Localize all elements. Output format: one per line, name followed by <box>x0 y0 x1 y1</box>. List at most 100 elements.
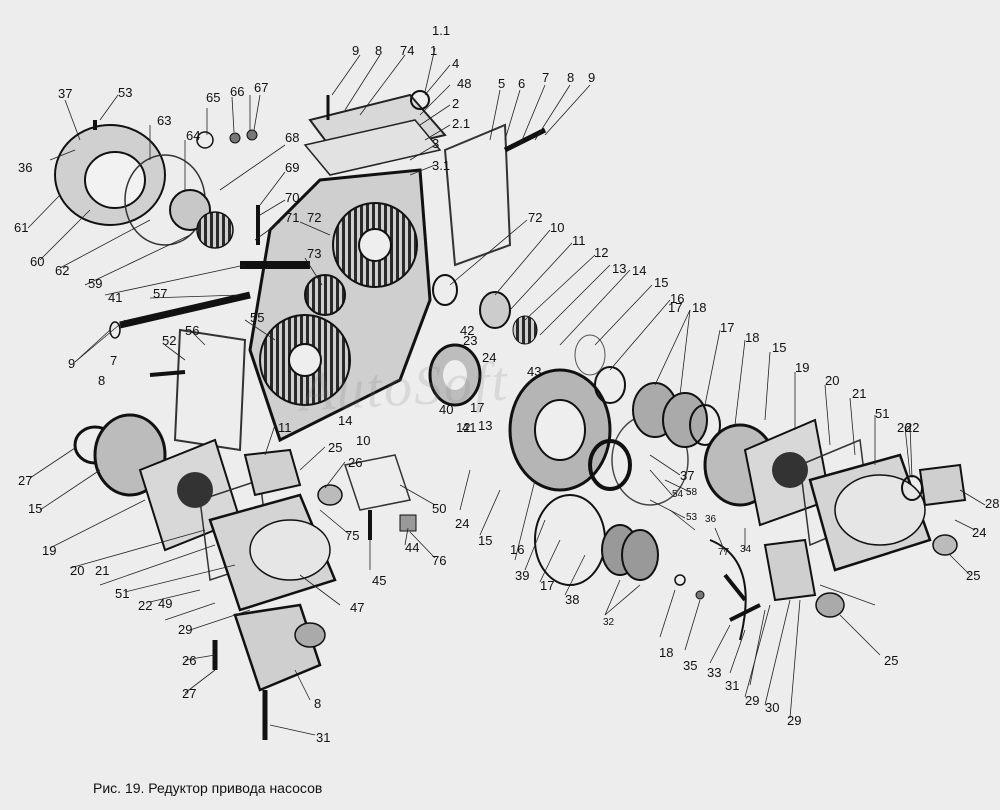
callout-label: 24 <box>482 350 496 365</box>
callout-label: 22 <box>138 598 152 613</box>
callout-label: 40 <box>439 402 453 417</box>
callout-label: 48 <box>457 76 471 91</box>
callout-label: 60 <box>30 254 44 269</box>
callout-label: 26 <box>897 420 911 435</box>
callout-label: 8 <box>567 70 574 85</box>
callout-label: 61 <box>14 220 28 235</box>
callout-label: 73 <box>307 246 321 261</box>
callout-label: 15 <box>478 533 492 548</box>
callout-label: 54 <box>672 489 684 500</box>
callout-label: 16 <box>670 291 684 306</box>
callout-label: 69 <box>285 160 299 175</box>
callout-label: 11 <box>278 420 292 435</box>
callout-label: 34 <box>740 544 752 555</box>
callout-label: 36 <box>18 160 32 175</box>
callout-label: 38 <box>565 592 579 607</box>
callout-label: 28 <box>985 496 999 511</box>
callout-label: 71 <box>285 210 299 225</box>
callout-label: 9 <box>352 43 359 58</box>
callout-label: 36 <box>705 514 717 525</box>
callout-label: 20 <box>825 373 839 388</box>
callout-label: 62 <box>55 263 69 278</box>
callout-label: 3 <box>432 136 439 151</box>
callout-label: 23 <box>463 333 477 348</box>
callout-label: 1.1 <box>432 23 450 38</box>
callout-label: 32 <box>603 617 615 628</box>
callout-label: 27 <box>182 686 196 701</box>
callout-label: 29 <box>745 693 759 708</box>
callout-label: 49 <box>158 596 172 611</box>
callout-label: 72 <box>307 210 321 225</box>
callout-label: 11 <box>572 233 586 248</box>
figure-caption: Рис. 19. Редуктор привода насосов <box>93 780 323 796</box>
callout-label: 39 <box>515 568 529 583</box>
callout-label: 15 <box>772 340 786 355</box>
callout-label: 58 <box>686 487 698 498</box>
callout-label: 70 <box>285 190 299 205</box>
callout-label: 4 <box>452 56 459 71</box>
callout-label: 76 <box>432 553 446 568</box>
callout-label: 9 <box>68 356 75 371</box>
callout-label: 53 <box>118 85 132 100</box>
callout-label: 29 <box>178 622 192 637</box>
callout-label: 72 <box>528 210 542 225</box>
callout-label: 3.1 <box>432 158 450 173</box>
callout-label: 6 <box>518 76 525 91</box>
callout-label: 74 <box>400 43 414 58</box>
callout-label: 64 <box>186 128 200 143</box>
callout-label: 26 <box>348 455 362 470</box>
callout-label: 21 <box>95 563 109 578</box>
callout-label: 24 <box>972 525 986 540</box>
callout-label: 10 <box>356 433 370 448</box>
callout-label: 22 <box>905 420 919 435</box>
callout-label: 75 <box>345 528 359 543</box>
callout-label: 19 <box>42 543 56 558</box>
callout-label: 18 <box>745 330 759 345</box>
callout-label: 77 <box>718 547 730 558</box>
callout-label: 13 <box>612 261 626 276</box>
callout-label: 15 <box>654 275 668 290</box>
callout-label: 5 <box>498 76 505 91</box>
callout-label: 12 <box>456 420 470 435</box>
callout-label: 30 <box>765 700 779 715</box>
callout-label: 20 <box>70 563 84 578</box>
callout-label: 43 <box>527 364 541 379</box>
callout-label: 53 <box>686 512 698 523</box>
callout-label: 59 <box>88 276 102 291</box>
callout-label: 68 <box>285 130 299 145</box>
callout-label: 24 <box>455 516 469 531</box>
callout-label: 25 <box>966 568 980 583</box>
callout-label: 55 <box>250 310 264 325</box>
callout-label: 41 <box>108 290 122 305</box>
callout-label: 52 <box>162 333 176 348</box>
watermark: AutoSoft <box>298 350 511 424</box>
callout-label: 2 <box>452 96 459 111</box>
callout-label: 50 <box>432 501 446 516</box>
callout-label: 8 <box>98 373 105 388</box>
callout-label: 14 <box>338 413 352 428</box>
callout-label: 57 <box>153 286 167 301</box>
parts-layer <box>27 47 986 740</box>
callout-label: 63 <box>157 113 171 128</box>
callout-label: 15 <box>28 501 42 516</box>
callout-label: 17 <box>720 320 734 335</box>
callout-label: 12 <box>594 245 608 260</box>
callout-label: 51 <box>875 406 889 421</box>
callout-label: 33 <box>707 665 721 680</box>
callout-label: 8 <box>314 696 321 711</box>
callout-label: 45 <box>372 573 386 588</box>
callout-label: 2.1 <box>452 116 470 131</box>
callout-label: 27 <box>18 473 32 488</box>
callout-label: 17 <box>668 300 682 315</box>
callout-label: 44 <box>405 540 419 555</box>
callout-label: 17 <box>540 578 554 593</box>
callout-label: 1 <box>430 43 437 58</box>
callout-label: 8 <box>375 43 382 58</box>
callout-label: 13 <box>478 418 492 433</box>
callout-label: 7 <box>110 353 117 368</box>
callout-label: 37 <box>58 86 72 101</box>
callout-label: 66 <box>230 84 244 99</box>
